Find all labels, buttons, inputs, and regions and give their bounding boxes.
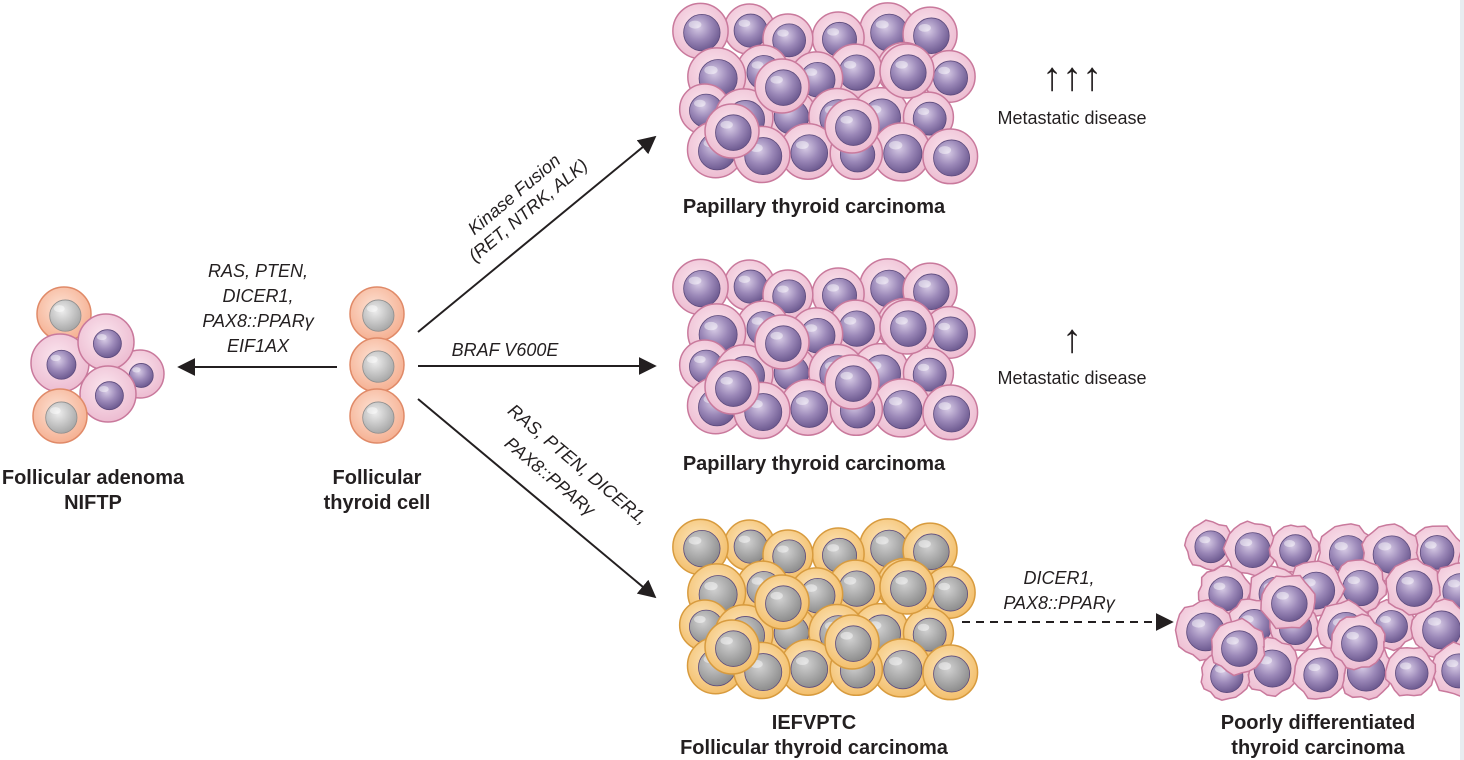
adenoma-title-1: Follicular adenoma	[2, 467, 185, 489]
arrow-to-papillary-top	[417, 135, 657, 333]
cell	[879, 559, 935, 615]
cell	[754, 574, 810, 630]
follicular-adenoma-cluster	[30, 286, 165, 444]
cell	[754, 314, 810, 370]
cell	[1268, 524, 1321, 574]
cell	[779, 378, 837, 436]
adenoma-title-2: NIFTP	[64, 492, 122, 514]
cell	[922, 305, 976, 360]
cell	[922, 49, 976, 104]
papillary-title-top: Papillary thyroid carcinoma	[683, 196, 946, 218]
cell	[1410, 598, 1460, 659]
cell	[704, 619, 760, 675]
cell	[349, 286, 405, 342]
cell	[922, 128, 979, 185]
cell	[871, 122, 932, 182]
cell	[879, 299, 935, 355]
cell	[704, 359, 760, 415]
cell	[1385, 558, 1441, 616]
papillary-title-middle: Papillary thyroid carcinoma	[683, 453, 946, 475]
left-arrow-label-4: EIF1AX	[227, 336, 290, 356]
cell	[922, 384, 979, 441]
papillary-carcinoma-cluster-top	[672, 2, 979, 185]
dashed-arrow-label-1: DICER1,	[1023, 568, 1094, 588]
cell	[871, 638, 932, 698]
cell	[349, 337, 405, 393]
cell	[1384, 646, 1437, 697]
metastasis-label-middle: Metastatic disease	[997, 368, 1146, 388]
cell	[672, 2, 729, 60]
cell	[672, 258, 729, 316]
cell	[1222, 520, 1281, 577]
cell	[672, 518, 729, 576]
metastasis-label-top: Metastatic disease	[997, 108, 1146, 128]
cell	[871, 378, 932, 438]
cell	[1330, 613, 1386, 671]
cell	[1260, 574, 1316, 630]
arrow-to-follicular-carcinoma	[417, 398, 657, 599]
cell	[779, 638, 837, 696]
metastasis-arrow-middle: ↑	[1062, 317, 1082, 361]
follicular-carcinoma-title-2: Follicular thyroid carcinoma	[680, 737, 949, 759]
cell	[922, 644, 979, 701]
cell	[824, 98, 880, 154]
cell	[754, 58, 810, 114]
cell	[77, 313, 135, 371]
dashed-arrow-label-2: PAX8::PPARγ	[1003, 593, 1115, 613]
follicular-cell-title-2: thyroid cell	[324, 492, 431, 514]
cell	[1210, 617, 1266, 677]
cell	[723, 519, 776, 572]
follicular-carcinoma-cluster	[672, 518, 979, 701]
middle-arrow-label: BRAF V600E	[452, 340, 560, 360]
papillary-carcinoma-cluster-middle	[672, 258, 979, 441]
cell	[723, 259, 776, 312]
cell	[879, 43, 935, 99]
poorly-differentiated-title-2: thyroid carcinoma	[1231, 737, 1405, 759]
cell	[1292, 646, 1347, 700]
follicular-cell-title-1: Follicular	[333, 467, 422, 489]
cell	[922, 565, 976, 620]
cell	[32, 388, 88, 444]
cell	[349, 388, 405, 444]
poorly-differentiated-title-1: Poorly differentiated	[1221, 712, 1415, 734]
left-arrow-label-2: DICER1,	[222, 286, 293, 306]
poorly-differentiated-cluster	[1174, 519, 1460, 701]
cell	[704, 103, 760, 159]
cell	[824, 614, 880, 670]
cell	[1183, 519, 1236, 572]
cell	[79, 365, 137, 423]
left-arrow-label-3: PAX8::PPARγ	[202, 311, 314, 331]
left-arrow-label-1: RAS, PTEN,	[208, 261, 308, 281]
cell	[1430, 641, 1460, 697]
metastasis-arrows-top: ↑↑↑	[1042, 55, 1102, 99]
follicular-thyroid-cell-stack	[349, 286, 405, 444]
cell	[824, 354, 880, 410]
cell	[30, 333, 90, 393]
follicular-carcinoma-title-1: IEFVPTC	[772, 712, 856, 734]
